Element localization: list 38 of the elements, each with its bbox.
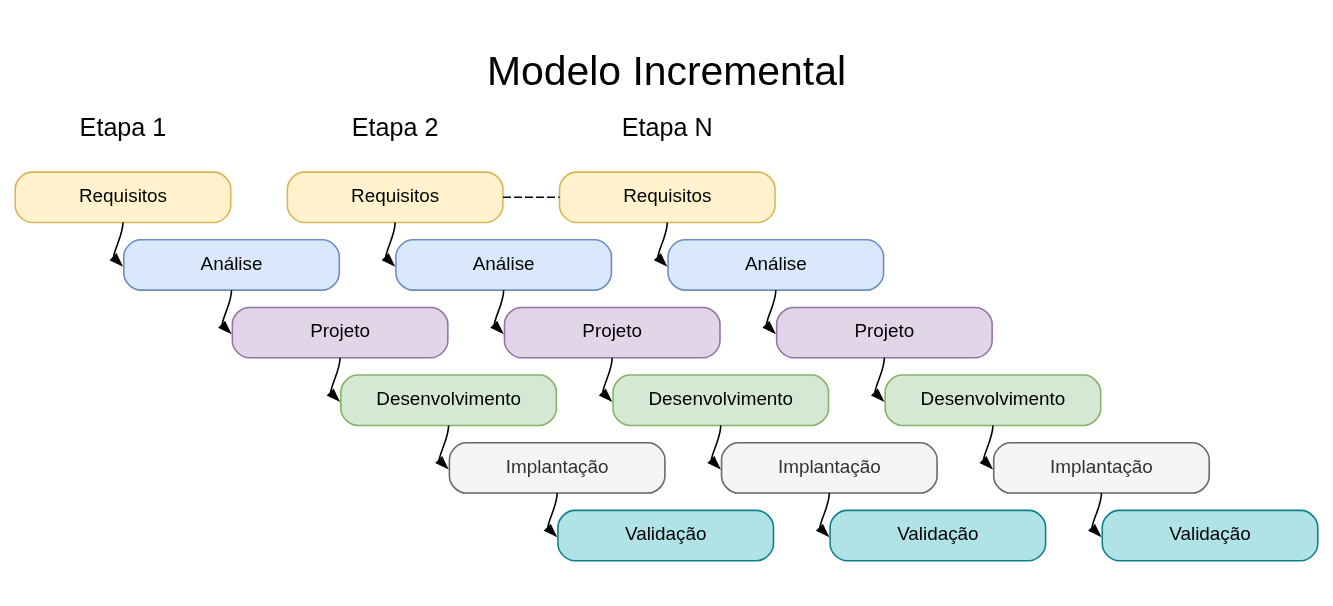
node-box: Projeto [231,306,449,359]
label: Etapa 1 [79,112,167,141]
arrow [707,424,722,470]
node-box: Validação [557,509,775,561]
node-box: Requisitos [14,170,232,223]
node-box: Requisitos [558,170,776,223]
diagram-title: Modelo Incremental [486,47,847,94]
arrow [381,221,396,267]
node-box: Desenvolvimento [340,373,558,426]
node-box: Análise [395,238,613,291]
node-box: Desenvolvimento [884,373,1102,426]
arrow [490,288,505,334]
node-box: Implantação [992,441,1210,494]
node-box: Análise [667,238,885,291]
node-box: Requisitos [286,170,504,223]
arrow [109,221,124,267]
node-box: Análise [123,238,341,291]
arrow [543,491,558,537]
label: Etapa 2 [351,112,439,141]
node-box: Validação [829,509,1047,561]
label: Etapa N [621,112,713,141]
arrow [762,288,777,334]
arrow [435,424,450,470]
node-box: Projeto [503,306,721,359]
node-box: Validação [1101,509,1319,561]
arrow [598,356,613,402]
arrow [1088,491,1103,537]
arrow [870,356,886,402]
arrow [218,288,233,334]
node-box: Desenvolvimento [612,373,830,426]
arrow [653,221,669,267]
node-box: Implantação [448,441,666,494]
arrow [815,491,831,537]
arrow [979,424,994,470]
connector [502,196,561,198]
arrow [326,356,341,402]
node-box: Implantação [720,441,938,494]
node-box: Projeto [775,306,993,359]
